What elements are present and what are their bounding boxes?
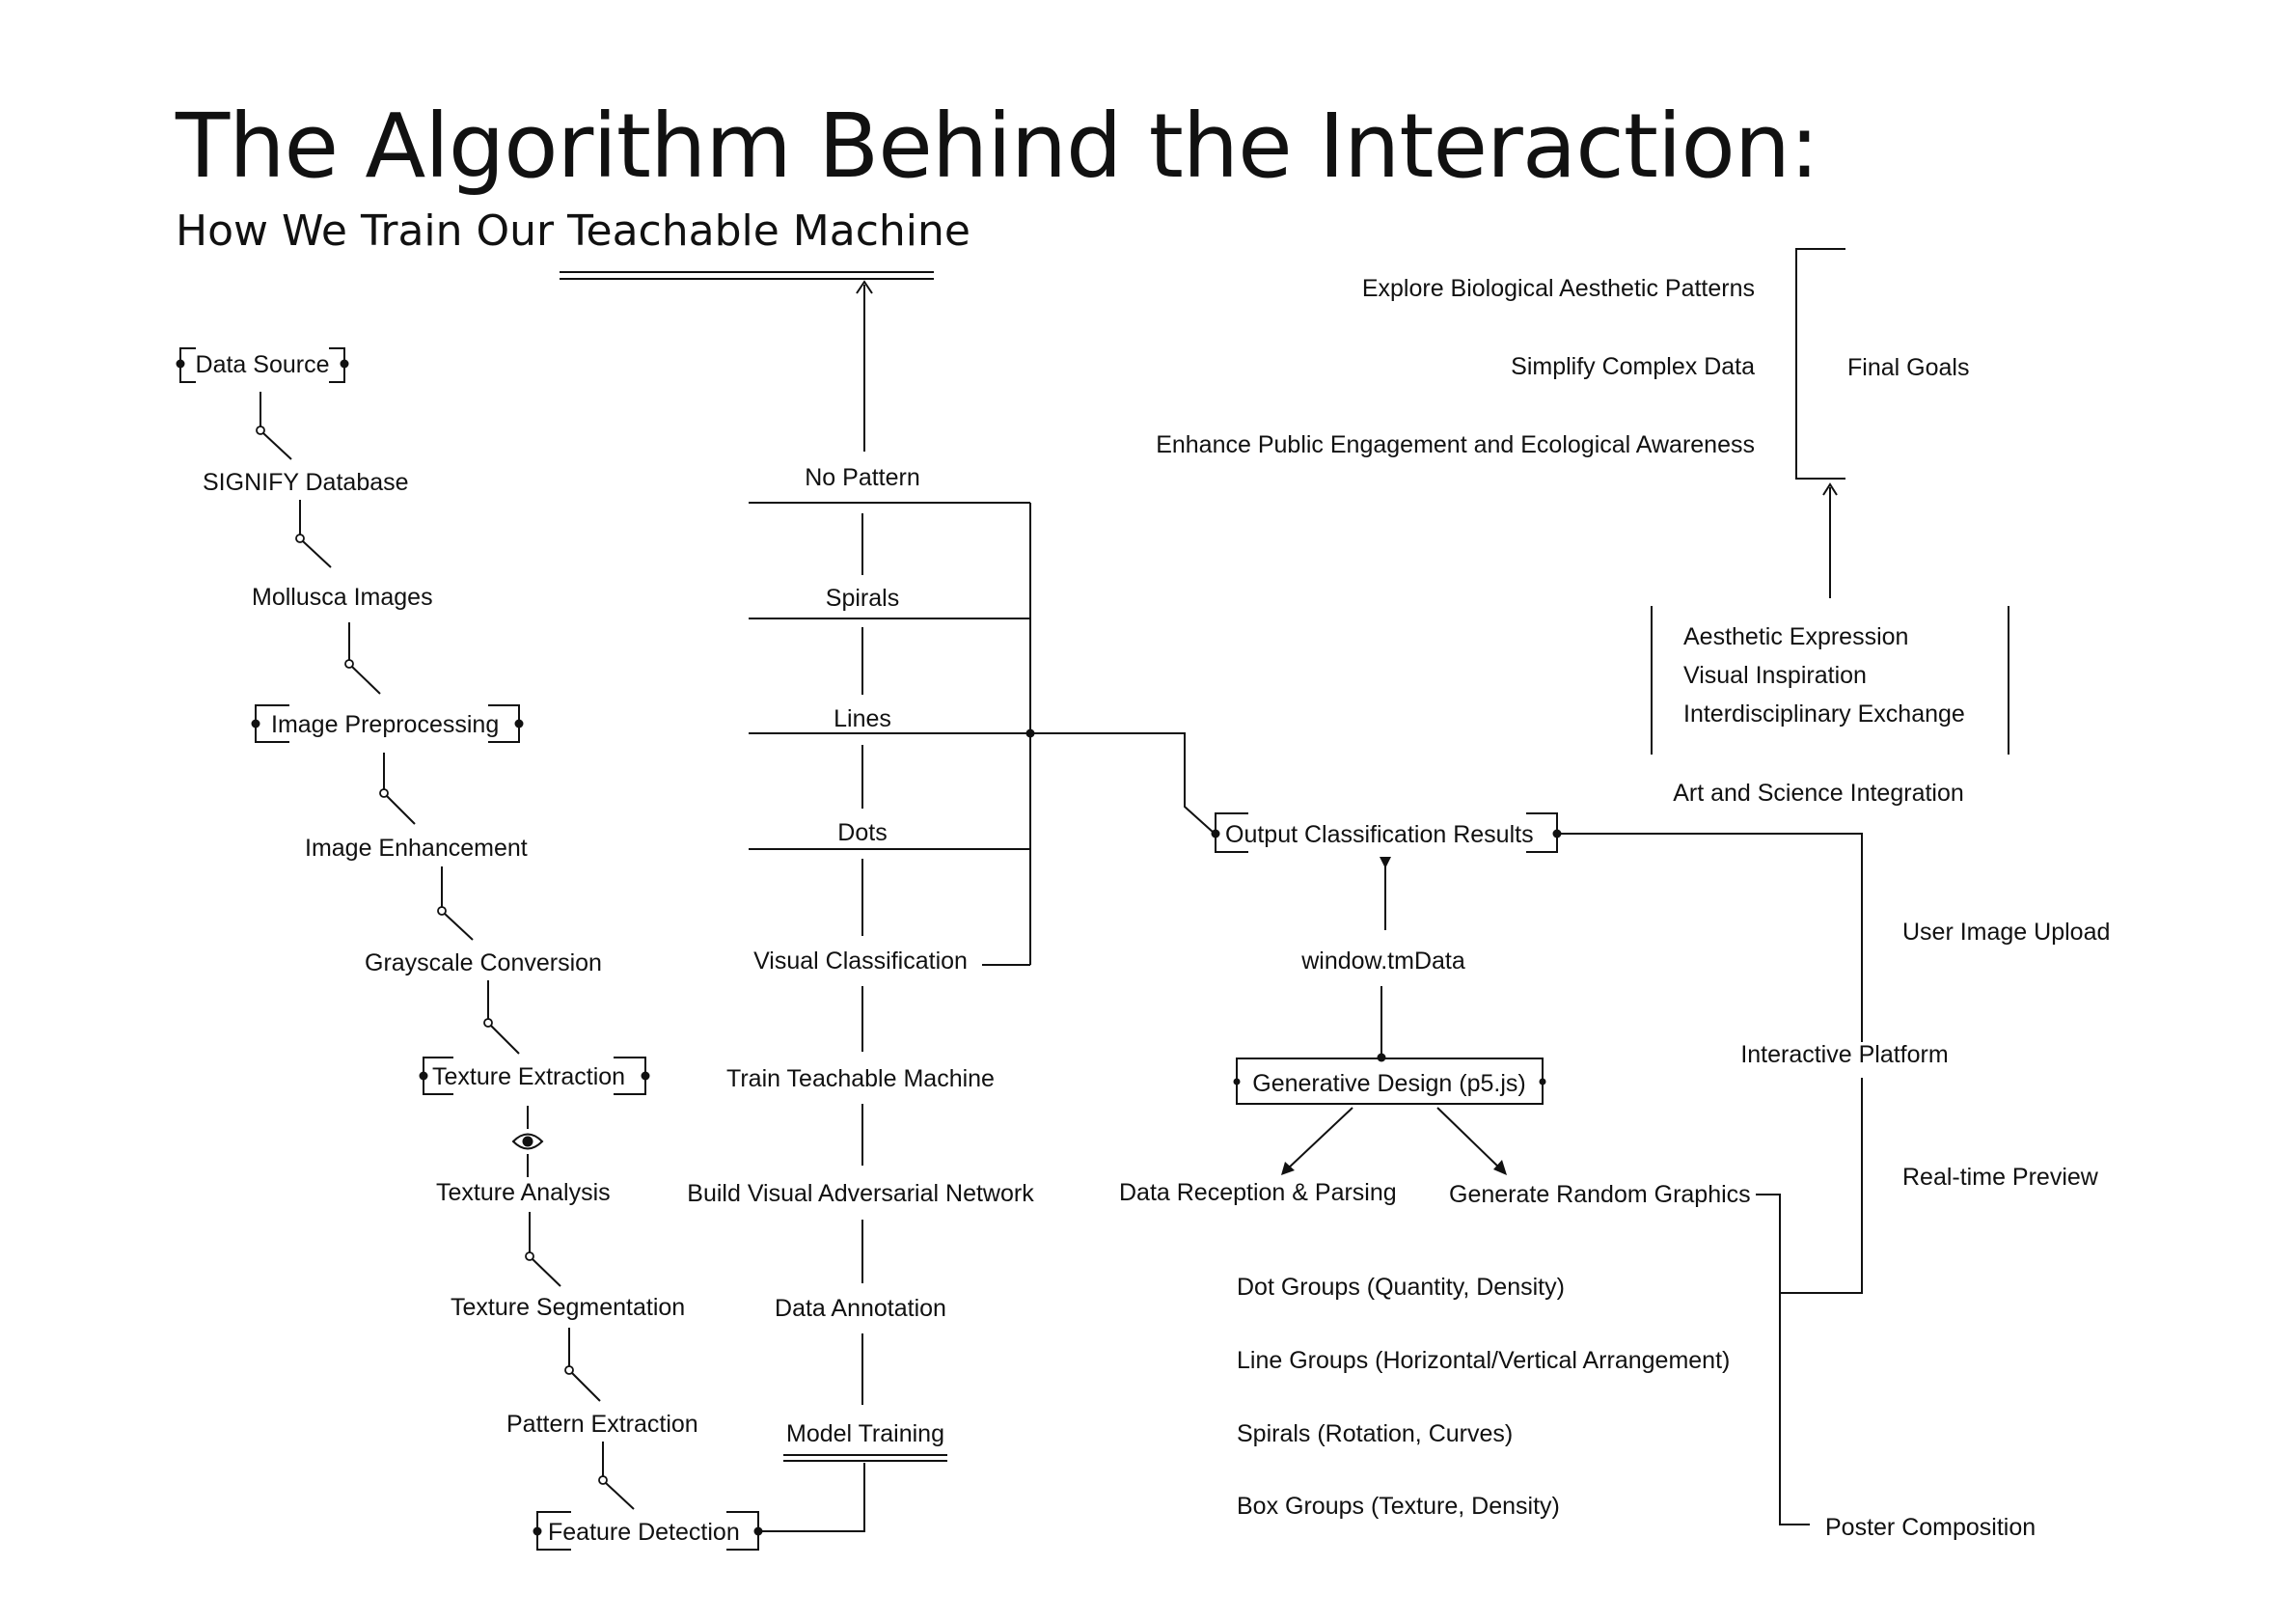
node-image-preprocessing: Image Preprocessing [271,711,499,738]
connector [256,392,292,460]
node-signify-database: SIGNIFY Database [203,469,409,496]
node-output-classification: Output Classification Results [1225,821,1534,848]
connector [525,1212,561,1287]
middle-column: No Pattern Spirals Lines Dots Visual Cla… [687,464,1035,1532]
node-window-tmdata: window.tmData [1300,948,1465,975]
connector [437,866,474,941]
node-data-source: Data Source [196,351,330,378]
diagram-title: The Algorithm Behind the Interaction: [176,95,1819,198]
node-dots: Dots [837,819,887,846]
texture-extraction-box: Texture Extraction [419,1057,650,1095]
feature-detection-box: Feature Detection [533,1511,763,1551]
arrow-to-subtitle [856,280,873,452]
node-final-goals: Final Goals [1847,354,1969,381]
diagram-subtitle: How We Train Our Teachable Machine [176,206,970,256]
eye-icon [511,1106,544,1177]
goals-column: Explore Biological Aesthetic Patterns Si… [1156,248,2110,1541]
image-preprocessing-box: Image Preprocessing [251,704,524,743]
node-texture-extraction: Texture Extraction [432,1063,625,1090]
output-classification-box: Output Classification Results [1211,812,1562,853]
generative-design-box: Generative Design (p5.js) [1233,1058,1546,1105]
connector [598,1442,635,1510]
node-texture-analysis: Texture Analysis [436,1179,611,1206]
node-goal-simplify: Simplify Complex Data [1511,353,1755,380]
node-build-van: Build Visual Adversarial Network [687,1180,1034,1207]
connector [344,622,381,695]
node-lines: Lines [834,705,891,732]
data-source-box: Data Source [176,347,349,383]
node-spirals-rotation: Spirals (Rotation, Curves) [1237,1420,1513,1447]
node-data-reception: Data Reception & Parsing [1119,1179,1397,1206]
connector [379,753,416,825]
node-generative-design: Generative Design (p5.js) [1252,1070,1525,1097]
node-texture-segmentation: Texture Segmentation [451,1294,685,1321]
connector [295,500,332,568]
connector [483,980,520,1055]
node-aesthetic-expression: Aesthetic Expression [1683,623,1908,650]
node-goal-engagement: Enhance Public Engagement and Ecological… [1156,431,1755,458]
node-dot-groups: Dot Groups (Quantity, Density) [1237,1274,1565,1301]
node-no-pattern: No Pattern [805,464,920,491]
node-poster-composition: Poster Composition [1825,1514,2036,1541]
output-column: Output Classification Results window.tmD… [1119,812,1751,1520]
node-generate-random-graphics: Generate Random Graphics [1449,1181,1751,1208]
node-interdisciplinary-exchange: Interdisciplinary Exchange [1683,701,1965,728]
node-visual-classification: Visual Classification [753,948,968,975]
goals-bracket [1795,248,1845,480]
node-grayscale-conversion: Grayscale Conversion [365,949,602,976]
node-pattern-extraction: Pattern Extraction [506,1411,698,1438]
subtitle-double-underline [560,271,934,280]
node-feature-detection: Feature Detection [548,1519,740,1546]
node-visual-inspiration: Visual Inspiration [1683,662,1867,689]
node-model-training: Model Training [786,1420,944,1447]
node-data-annotation: Data Annotation [775,1295,946,1322]
left-column: Data Source SIGNIFY Database Mollusca Im… [176,347,763,1551]
node-goal-biological: Explore Biological Aesthetic Patterns [1362,275,1755,302]
node-realtime-preview: Real-time Preview [1902,1164,2099,1191]
connector [564,1328,601,1402]
node-user-image-upload: User Image Upload [1902,919,2110,946]
node-spirals: Spirals [826,585,899,612]
node-image-enhancement: Image Enhancement [305,835,528,862]
node-mollusca-images: Mollusca Images [252,584,433,611]
node-train-teachable-machine: Train Teachable Machine [726,1065,995,1092]
node-interactive-platform: Interactive Platform [1740,1041,1948,1068]
node-line-groups: Line Groups (Horizontal/Vertical Arrange… [1237,1347,1730,1374]
node-box-groups: Box Groups (Texture, Density) [1237,1493,1560,1520]
node-art-science: Art and Science Integration [1673,780,1964,807]
connector-to-output [1030,732,1215,834]
